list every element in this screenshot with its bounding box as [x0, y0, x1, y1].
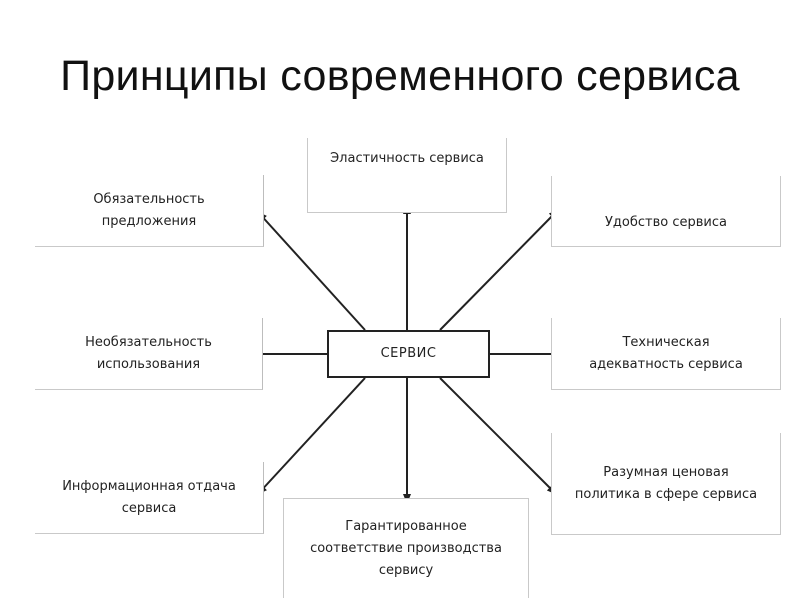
node-bottom-left-box: Информационная отдача сервиса: [35, 462, 264, 534]
arrow-to-bottom-left: [257, 377, 366, 495]
arrow-to-top-right: [439, 209, 559, 331]
node-bottom-box: Гарантированное соответствие производств…: [283, 498, 529, 598]
node-top-left-box: Обязательность предложения: [35, 175, 264, 247]
node-top-right-label: Удобство сервиса: [605, 215, 727, 230]
node-top-box: Эластичность сервиса: [307, 138, 507, 213]
node-bottom-right-label: Разумная ценовая политика в сфере сервис…: [574, 464, 758, 502]
node-left-label: Необязательность использования: [85, 334, 212, 372]
node-right-label: Техническая адекватность сервиса: [589, 334, 743, 372]
arrow-to-top-left: [257, 211, 366, 331]
node-bottom-label: Гарантированное соответствие производств…: [310, 518, 502, 578]
arrow-to-bottom-right: [439, 377, 557, 495]
center-box: СЕРВИС: [327, 330, 490, 378]
node-top-right-box: Удобство сервиса: [551, 176, 781, 247]
node-right-box: Техническая адекватность сервиса: [551, 318, 781, 390]
slide-title: Принципы современного сервиса: [60, 52, 740, 100]
node-left-box: Необязательность использования: [35, 318, 263, 390]
center-label: СЕРВИС: [380, 346, 437, 361]
node-bottom-left-label: Информационная отдача сервиса: [62, 478, 236, 516]
node-bottom-right-box: Разумная ценовая политика в сфере сервис…: [551, 433, 781, 535]
node-top-label: Эластичность сервиса: [330, 151, 484, 166]
node-top-left-label: Обязательность предложения: [93, 191, 205, 229]
